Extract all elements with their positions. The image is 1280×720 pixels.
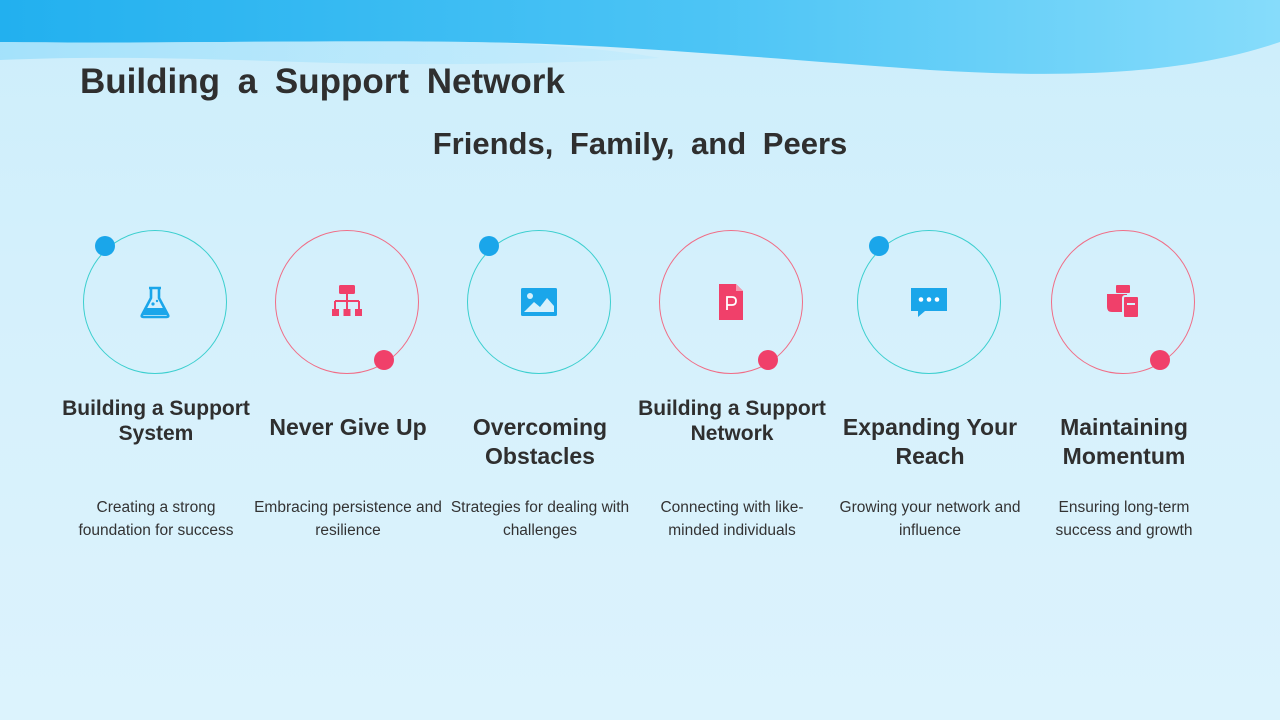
card-ring bbox=[83, 230, 227, 374]
page-subtitle: Friends, Family, and Peers bbox=[432, 126, 848, 161]
card-title: Building a Support Network bbox=[638, 397, 826, 445]
accent-dot bbox=[479, 236, 499, 256]
card-ring bbox=[275, 230, 419, 374]
card-description: Strategies for dealing with challenges bbox=[450, 499, 630, 539]
card-title: Never Give Up bbox=[269, 414, 427, 440]
accent-dot bbox=[374, 350, 394, 370]
card-title: Overcoming Obstacles bbox=[472, 414, 608, 469]
card-ring bbox=[1051, 230, 1195, 374]
org-chart-icon bbox=[332, 285, 362, 316]
accent-dot bbox=[95, 236, 115, 256]
card-title: Expanding Your Reach bbox=[842, 414, 1018, 469]
card-ring bbox=[467, 230, 611, 374]
page-title: Building a Support Network bbox=[80, 62, 565, 101]
card-description: Ensuring long-term success and growth bbox=[1055, 499, 1193, 539]
document-p-icon bbox=[719, 284, 743, 320]
chat-bubble-icon bbox=[911, 288, 947, 317]
card-ring bbox=[857, 230, 1001, 374]
image-icon bbox=[521, 288, 557, 316]
card-title: Building a Support System bbox=[62, 397, 250, 445]
card-title: Maintaining Momentum bbox=[1060, 414, 1188, 469]
card-description: Creating a strong foundation for success bbox=[78, 499, 234, 539]
card-description: Embracing persistence and resilience bbox=[254, 499, 442, 539]
card-description: Connecting with like-minded individuals bbox=[660, 499, 804, 539]
flask-icon bbox=[140, 286, 170, 319]
accent-dot bbox=[869, 236, 889, 256]
accent-dot bbox=[1150, 350, 1170, 370]
card-ring bbox=[659, 230, 803, 374]
accent-dot bbox=[758, 350, 778, 370]
card-description: Growing your network and influence bbox=[839, 499, 1021, 539]
header-wave-decoration bbox=[0, 0, 1280, 74]
printer-icon bbox=[1107, 285, 1140, 319]
